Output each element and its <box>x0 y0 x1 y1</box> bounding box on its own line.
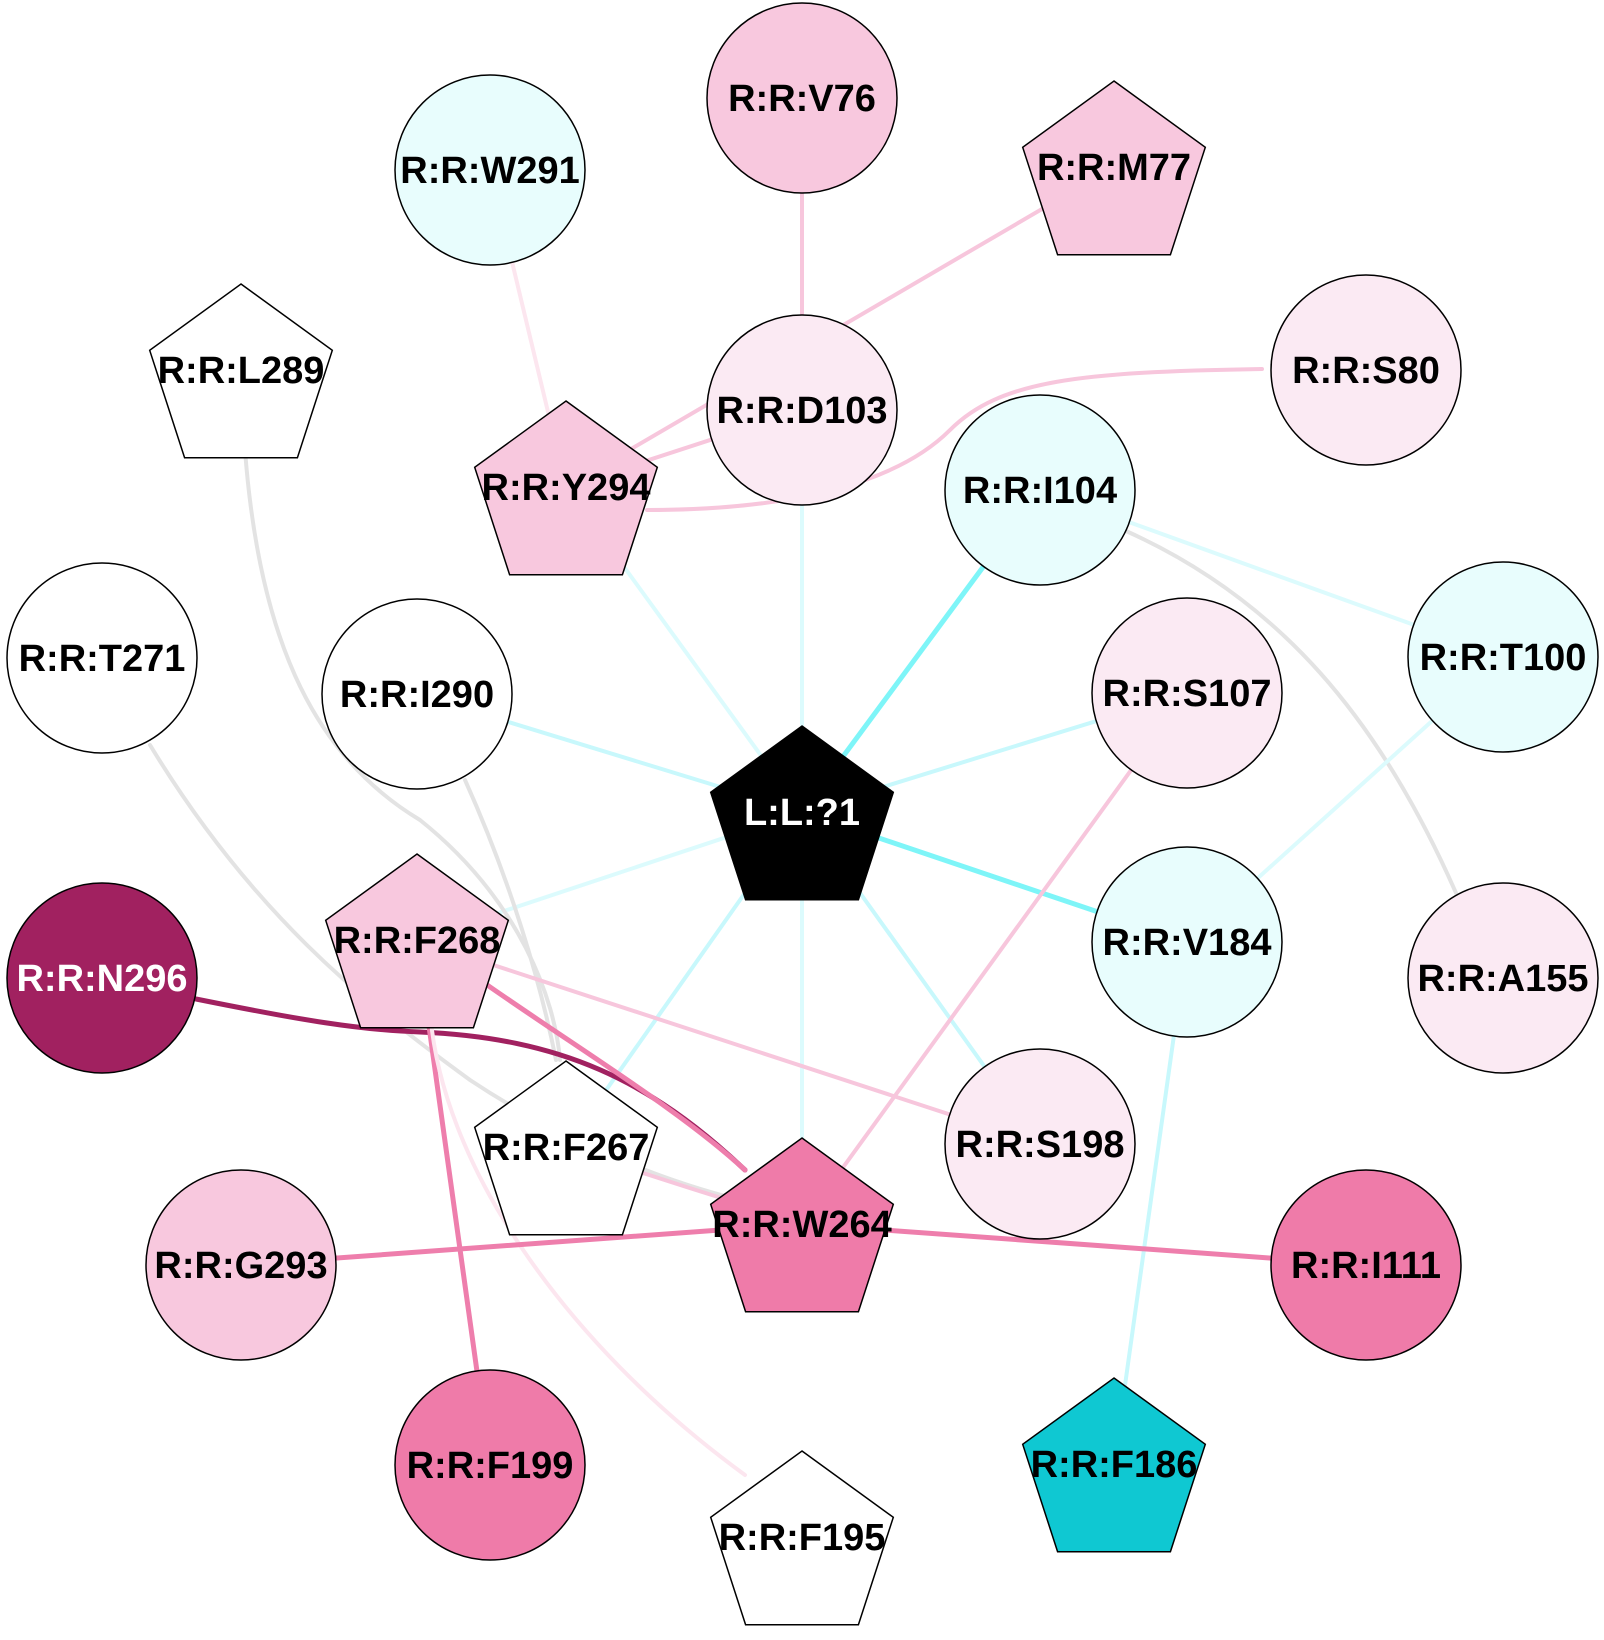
node-circle <box>944 394 1136 586</box>
node-w291[interactable]: R:R:W291 <box>394 74 586 266</box>
node-i104[interactable]: R:R:I104 <box>944 394 1136 586</box>
node-m77[interactable]: R:R:M77 <box>1021 80 1207 256</box>
node-circle <box>6 882 198 1074</box>
node-circle <box>1270 1169 1462 1361</box>
node-y294[interactable]: R:R:Y294 <box>473 400 659 576</box>
node-circle <box>706 314 898 506</box>
node-label: R:R:Y294 <box>482 467 651 509</box>
edge-f268-s198 <box>415 938 1042 1146</box>
node-pentagon <box>709 725 895 901</box>
node-label: R:R:F195 <box>719 1517 886 1559</box>
node-f186[interactable]: R:R:F186 <box>1021 1377 1207 1553</box>
node-circle <box>6 562 198 754</box>
node-i290[interactable]: R:R:I290 <box>321 598 513 790</box>
node-label: R:R:A155 <box>1417 958 1588 1000</box>
node-i111[interactable]: R:R:I111 <box>1270 1169 1462 1361</box>
edge-l289-f267 <box>243 448 562 1062</box>
node-label: R:R:L289 <box>158 350 325 392</box>
node-s80[interactable]: R:R:S80 <box>1270 274 1462 466</box>
node-label: R:R:I290 <box>340 674 494 716</box>
node-label: R:R:G293 <box>154 1245 327 1287</box>
node-label: R:R:I104 <box>963 470 1117 512</box>
node-label: R:R:S198 <box>956 1124 1125 1166</box>
node-circle <box>321 598 513 790</box>
node-pentagon <box>473 1060 659 1236</box>
node-circle <box>1407 882 1599 1074</box>
node-pentagon <box>709 1450 895 1626</box>
node-label: R:R:S80 <box>1292 350 1440 392</box>
node-t271[interactable]: R:R:T271 <box>6 562 198 754</box>
node-v184[interactable]: R:R:V184 <box>1091 846 1283 1038</box>
node-l1[interactable]: L:L:?1 <box>709 725 895 901</box>
node-label: R:R:V76 <box>728 78 876 120</box>
edge-f268-w264 <box>477 977 748 1173</box>
node-f199[interactable]: R:R:F199 <box>394 1369 586 1561</box>
node-label: R:R:F199 <box>407 1445 574 1487</box>
node-circle <box>1091 597 1283 789</box>
node-label: R:R:M77 <box>1037 147 1191 189</box>
node-circle <box>944 1048 1136 1240</box>
node-pentagon <box>148 283 334 459</box>
node-circle <box>1091 846 1283 1038</box>
node-circle <box>706 2 898 194</box>
node-label: R:R:V184 <box>1103 922 1272 964</box>
node-f267[interactable]: R:R:F267 <box>473 1060 659 1236</box>
edge-i104-a155 <box>1124 529 1458 895</box>
node-t100[interactable]: R:R:T100 <box>1407 561 1599 753</box>
node-label: R:R:I111 <box>1291 1245 1441 1287</box>
node-circle <box>1270 274 1462 466</box>
node-label: R:R:T271 <box>19 638 186 680</box>
node-label: R:R:N296 <box>16 958 187 1000</box>
node-pentagon <box>1021 80 1207 256</box>
node-g293[interactable]: R:R:G293 <box>145 1169 337 1361</box>
edge-f268-f195 <box>428 1008 747 1477</box>
node-s198[interactable]: R:R:S198 <box>944 1048 1136 1240</box>
node-n296[interactable]: R:R:N296 <box>6 882 198 1074</box>
node-d103[interactable]: R:R:D103 <box>706 314 898 506</box>
edge-s107-w264 <box>800 691 1189 1226</box>
node-label: L:L:?1 <box>744 792 860 834</box>
node-pentagon <box>1021 1377 1207 1553</box>
node-label: R:R:D103 <box>716 390 887 432</box>
node-circle <box>394 74 586 266</box>
node-pentagon <box>324 853 510 1029</box>
node-label: R:R:F186 <box>1031 1444 1198 1486</box>
node-circle <box>394 1369 586 1561</box>
node-circle <box>1407 561 1599 753</box>
node-label: R:R:F267 <box>483 1127 650 1169</box>
node-label: R:R:T100 <box>1420 637 1587 679</box>
node-circle <box>145 1169 337 1361</box>
node-l289[interactable]: R:R:L289 <box>148 283 334 459</box>
node-pentagon <box>709 1137 895 1313</box>
node-label: R:R:W291 <box>400 150 579 192</box>
node-label: R:R:F268 <box>334 920 501 962</box>
node-s107[interactable]: R:R:S107 <box>1091 597 1283 789</box>
edge-t271-w264 <box>148 743 742 1202</box>
node-v76[interactable]: R:R:V76 <box>706 2 898 194</box>
node-f268[interactable]: R:R:F268 <box>324 853 510 1029</box>
node-f195[interactable]: R:R:F195 <box>709 1450 895 1626</box>
node-label: R:R:S107 <box>1103 673 1272 715</box>
node-w264[interactable]: R:R:W264 <box>709 1137 895 1313</box>
node-a155[interactable]: R:R:A155 <box>1407 882 1599 1074</box>
node-label: R:R:W264 <box>712 1204 891 1246</box>
node-pentagon <box>473 400 659 576</box>
